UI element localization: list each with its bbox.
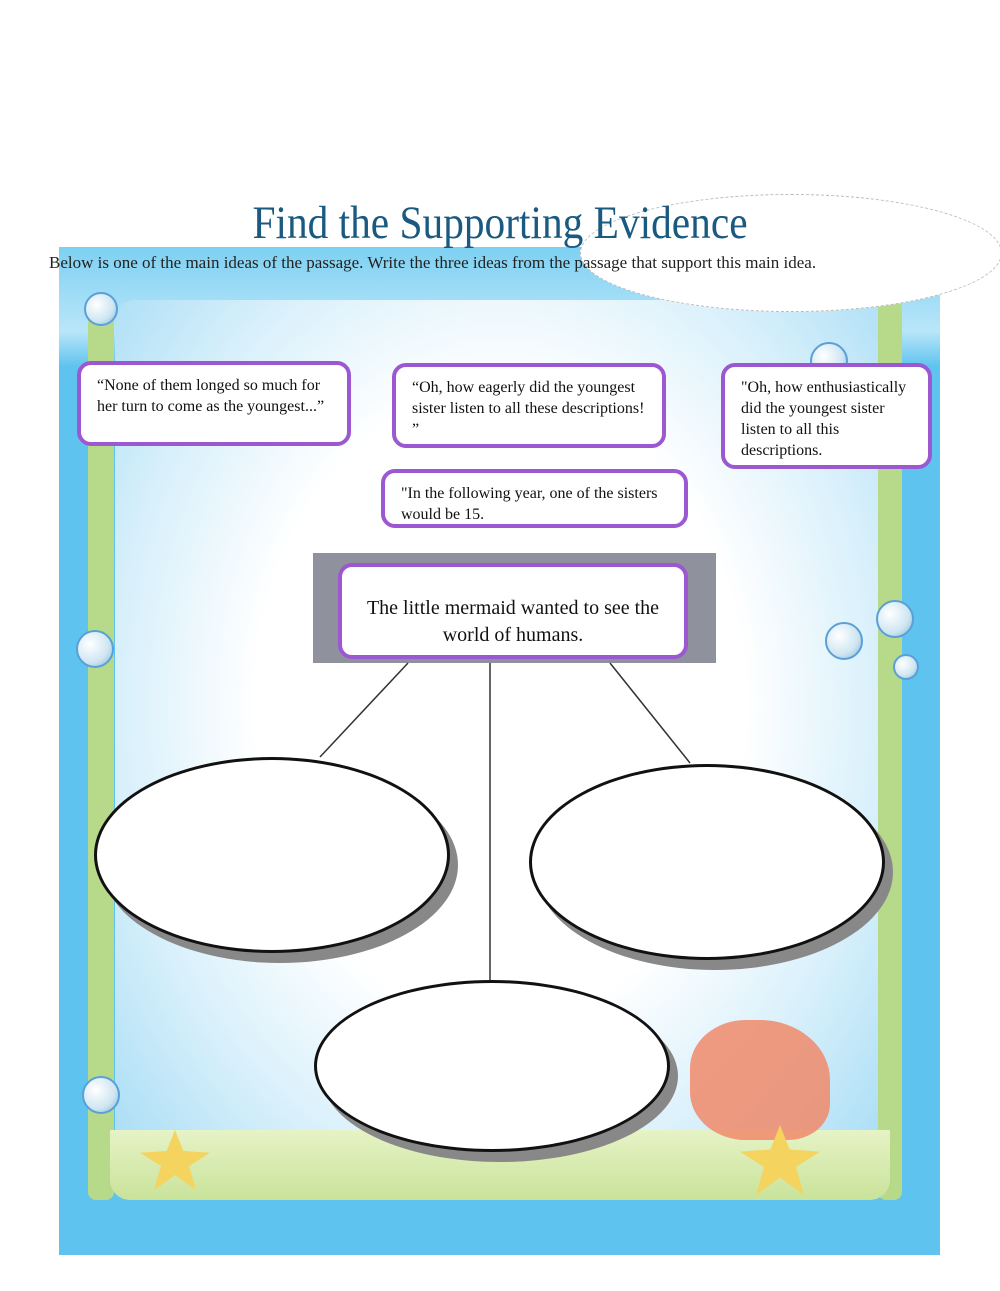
bubble-icon — [82, 1076, 120, 1114]
bubble-icon — [76, 630, 114, 668]
page-title: Find the Supporting Evidence — [252, 197, 748, 249]
bubble-icon — [825, 622, 863, 660]
bubble-icon — [893, 654, 919, 680]
answer-oval-bottom[interactable] — [314, 980, 670, 1152]
evidence-box-4: "In the following year, one of the siste… — [381, 469, 688, 528]
seaweed-left — [88, 300, 114, 1200]
main-idea-box: The little mermaid wanted to see the wor… — [338, 563, 688, 659]
instructions: Below is one of the main ideas of the pa… — [49, 253, 817, 272]
answer-oval-right[interactable] — [529, 764, 885, 960]
connector-right — [609, 662, 691, 764]
evidence-box-2: “Oh, how eagerly did the youngest sister… — [392, 363, 666, 448]
decorative-ellipse — [580, 194, 1000, 312]
bubble-icon — [84, 292, 118, 326]
connector-left — [319, 662, 409, 758]
evidence-box-3: "Oh, how enthusiastically did the younge… — [721, 363, 932, 469]
bubble-icon — [876, 600, 914, 638]
answer-oval-left[interactable] — [94, 757, 450, 953]
coral-decoration — [690, 1020, 830, 1140]
evidence-box-1: “None of them longed so much for her tur… — [77, 361, 351, 446]
